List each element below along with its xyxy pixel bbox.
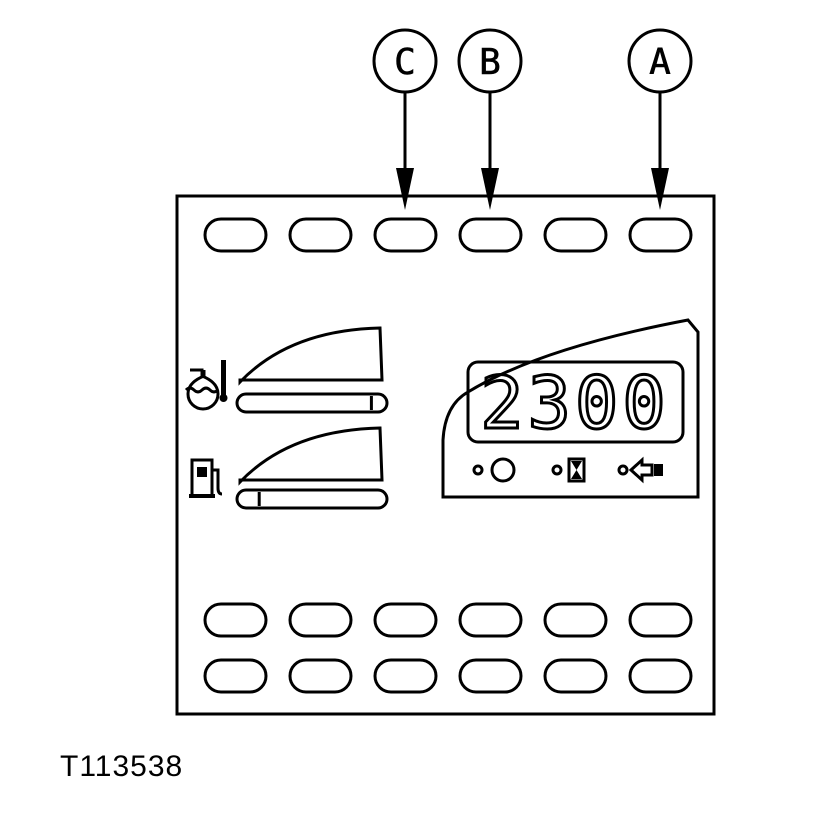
callout-c: C — [372, 28, 438, 210]
callout-a-letter: A — [649, 42, 671, 83]
bottom-button-row-2 — [203, 658, 693, 694]
callout-b-arrowhead — [481, 168, 499, 210]
button-bottom-1[interactable] — [203, 658, 268, 694]
button-top-4[interactable] — [458, 217, 523, 253]
button-bottom-2[interactable] — [288, 658, 353, 694]
button-top-5[interactable] — [543, 217, 608, 253]
button-top-3[interactable] — [373, 217, 438, 253]
button-bottom-6[interactable] — [628, 658, 693, 694]
callout-c-arrowhead — [396, 168, 414, 210]
callout-b: B — [457, 28, 523, 210]
callout-b-letter: B — [479, 42, 501, 83]
callout-a: A — [627, 28, 693, 210]
button-bottom-4[interactable] — [458, 658, 523, 694]
fuel-bar — [235, 488, 389, 510]
panel-frame — [175, 194, 716, 716]
rpm-readout: 2300 — [480, 361, 669, 445]
callout-a-arrowhead — [651, 168, 669, 210]
button-mid-5[interactable] — [543, 602, 608, 638]
button-mid-1[interactable] — [203, 602, 268, 638]
button-mid-4[interactable] — [458, 602, 523, 638]
coolant-temp-bar — [235, 392, 389, 414]
button-mid-6[interactable] — [628, 602, 693, 638]
button-mid-3[interactable] — [373, 602, 438, 638]
coolant-temperature-icon — [184, 360, 228, 411]
digital-display-module: 2300 — [441, 318, 700, 499]
button-mid-2[interactable] — [288, 602, 353, 638]
fuel-pump-icon — [189, 458, 223, 498]
lcd-window — [466, 360, 685, 444]
coolant-temp-gauge — [184, 326, 389, 414]
indicator-hourglass-icon — [551, 457, 586, 483]
figure-id: T113538 — [60, 750, 184, 783]
callout-c-letter: C — [394, 42, 416, 83]
coolant-temp-arc — [238, 326, 384, 386]
indicator-arrow-icon — [617, 456, 663, 484]
button-top-6[interactable] — [628, 217, 693, 253]
indicator-circle-icon — [472, 457, 516, 483]
button-bottom-5[interactable] — [543, 658, 608, 694]
fuel-gauge — [189, 426, 389, 510]
button-top-1[interactable] — [203, 217, 268, 253]
display-housing — [441, 318, 700, 499]
button-bottom-3[interactable] — [373, 658, 438, 694]
button-top-2[interactable] — [288, 217, 353, 253]
bottom-button-row-1 — [203, 602, 693, 638]
top-button-row — [203, 217, 693, 253]
fuel-arc — [238, 426, 384, 486]
